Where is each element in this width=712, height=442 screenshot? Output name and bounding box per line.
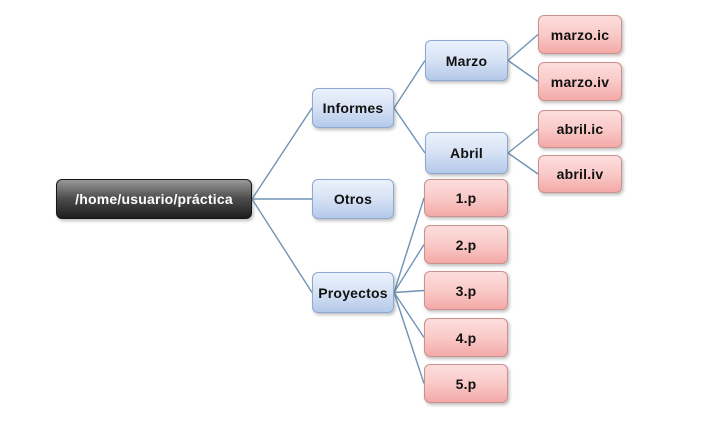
edge-proyectos-p1 <box>393 197 425 293</box>
node-label-abril-iv: abril.iv <box>556 166 604 182</box>
node-label-otros: Otros <box>333 191 373 207</box>
node-p4: 4.p <box>424 318 508 357</box>
node-label-proyectos: Proyectos <box>318 284 388 301</box>
node-marzo-ic: marzo.ic <box>538 15 622 54</box>
node-label-informes: Informes <box>322 100 384 116</box>
edge-marzo-marzo-iv <box>507 59 539 83</box>
node-label-marzo-iv: marzo.iv <box>550 73 610 90</box>
node-p3: 3.p <box>424 271 508 310</box>
edge-abril-abril-iv <box>507 152 539 175</box>
node-label-abril-ic: abril.ic <box>556 121 604 137</box>
node-p1: 1.p <box>424 179 508 217</box>
node-label-p2: 2.p <box>455 236 477 253</box>
node-label-root: /home/usuario/práctica <box>75 191 233 207</box>
node-abril-ic: abril.ic <box>538 110 622 148</box>
node-root: /home/usuario/práctica <box>56 179 252 219</box>
node-label-abril: Abril <box>450 145 483 161</box>
node-label-p1: 1.p <box>455 190 477 206</box>
node-label-p5: 5.p <box>455 375 477 392</box>
node-label-marzo-ic: marzo.ic <box>550 26 610 43</box>
node-p2: 2.p <box>424 225 508 264</box>
edge-informes-abril <box>393 107 426 154</box>
edge-root-proyectos <box>251 198 313 293</box>
node-label-p4: 4.p <box>455 329 477 346</box>
edge-proyectos-p3 <box>393 289 425 294</box>
edge-abril-abril-ic <box>507 128 539 154</box>
node-otros: Otros <box>312 179 394 219</box>
node-label-p3: 3.p <box>455 282 477 299</box>
edge-proyectos-p2 <box>393 244 425 293</box>
node-proyectos: Proyectos <box>312 272 394 313</box>
node-marzo-iv: marzo.iv <box>538 62 622 101</box>
edge-proyectos-p4 <box>393 292 425 338</box>
node-label-marzo: Marzo <box>445 52 488 69</box>
edge-marzo-marzo-ic <box>507 33 539 62</box>
node-abril: Abril <box>425 132 508 174</box>
edge-informes-marzo <box>393 60 426 109</box>
node-abril-iv: abril.iv <box>538 155 622 193</box>
node-informes: Informes <box>312 88 394 128</box>
edge-proyectos-p5 <box>393 292 425 384</box>
edge-root-informes <box>251 107 313 200</box>
node-p5: 5.p <box>424 364 508 403</box>
node-marzo: Marzo <box>425 40 508 81</box>
